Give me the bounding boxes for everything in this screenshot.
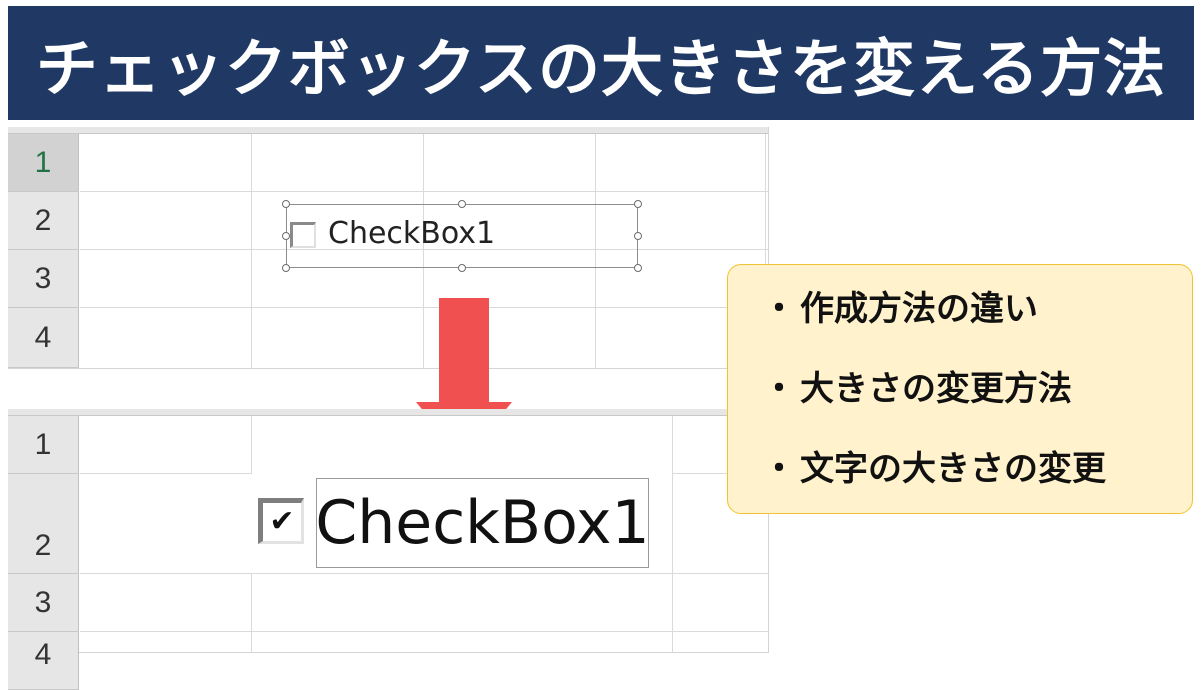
row-header-1[interactable]: 1 [8,134,79,192]
row-number: 4 [34,320,52,354]
info-box: ・作成方法の違い ・大きさの変更方法 ・文字の大きさの変更 [727,264,1193,514]
page-title: チェックボックスの大きさを変える方法 [35,32,1167,105]
bullet: ・ [762,369,796,409]
checkbox-large-label-frame: CheckBox1 [315,478,650,568]
info-item: ・大きさの変更方法 [762,365,1192,445]
bullet: ・ [762,289,796,329]
row-number: 1 [34,145,52,179]
row-number: 3 [34,585,52,619]
row-number: 1 [34,427,52,461]
row-number: 4 [34,638,52,671]
grid-line [80,191,768,192]
resize-handle-middle-right[interactable] [634,232,642,240]
resize-handle-top-left[interactable] [282,200,290,208]
row-header-4[interactable]: 4 [8,308,79,368]
row-header-2[interactable]: 2 [8,474,79,574]
grid-line [251,416,252,474]
row-number: 2 [34,203,52,237]
info-item: ・作成方法の違い [762,285,1192,365]
grid-line [80,307,768,308]
grid-line [80,573,768,574]
grid-line [80,631,768,632]
grid-line [80,473,252,474]
checkbox-large[interactable]: ✔ [258,498,304,544]
grid-line [251,573,252,653]
row-number: 2 [34,529,52,562]
info-item-text: 大きさの変更方法 [800,369,1072,409]
resize-handle-bottom-center[interactable] [458,264,466,272]
checkbox-large-label: CheckBox1 [315,488,650,558]
bottom-spreadsheet: 1 2 3 4 ✔ CheckBox1 [8,409,769,690]
column-header-strip [8,409,768,416]
bullet: ・ [762,449,796,489]
title-banner: チェックボックスの大きさを変える方法 [8,6,1194,120]
grid-line [672,416,673,653]
row-number: 3 [34,261,52,295]
resize-handle-middle-left[interactable] [282,232,290,240]
grid-line [423,134,424,368]
resize-handle-bottom-right[interactable] [634,264,642,272]
grid-line [765,134,766,368]
row-header-3[interactable]: 3 [8,250,79,308]
info-item-text: 文字の大きさの変更 [800,449,1106,489]
row-header-1[interactable]: 1 [8,416,79,474]
checkbox-small-label: CheckBox1 [328,216,496,251]
row-header-2[interactable]: 2 [8,192,79,250]
checkbox-small[interactable] [290,222,316,248]
top-spreadsheet: 1 2 3 4 CheckBox1 [8,127,769,369]
resize-handle-top-center[interactable] [458,200,466,208]
checkmark-icon: ✔ [269,504,295,539]
info-item-text: 作成方法の違い [800,289,1038,329]
resize-handle-bottom-left[interactable] [282,264,290,272]
grid-line [80,249,768,250]
column-header-strip [8,127,768,134]
row-header-4[interactable]: 4 [8,632,79,690]
row-header-3[interactable]: 3 [8,574,79,632]
grid-line [672,473,768,474]
grid-line [251,134,252,368]
grid-line [595,134,596,368]
info-item: ・文字の大きさの変更 [762,445,1192,525]
resize-handle-top-right[interactable] [634,200,642,208]
